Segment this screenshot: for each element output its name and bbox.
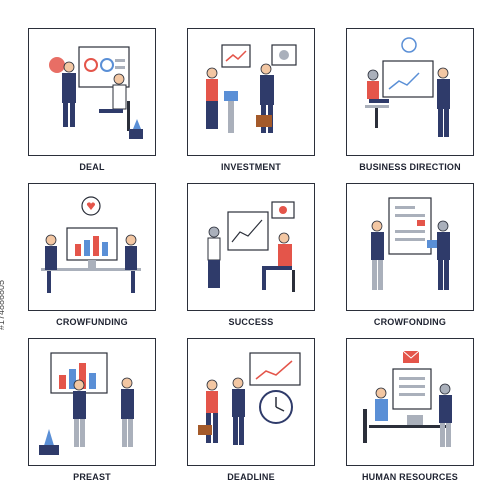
card-success bbox=[187, 183, 315, 311]
business-direction-illustration bbox=[365, 37, 450, 137]
card-business-direction bbox=[346, 28, 474, 156]
caption-deadline: DEADLINE bbox=[227, 472, 275, 482]
card-deadline bbox=[187, 338, 315, 466]
caption-crowfunding: CROWFUNDING bbox=[56, 317, 128, 327]
card-human-resources bbox=[346, 338, 474, 466]
deal-illustration bbox=[49, 46, 143, 139]
human-resources-illustration bbox=[363, 350, 452, 447]
caption-investment: INVESTMENT bbox=[220, 162, 281, 172]
card-crowfunding bbox=[28, 183, 156, 311]
success-illustration bbox=[207, 201, 295, 292]
preast-illustration bbox=[39, 352, 134, 455]
caption-success: SUCCESS bbox=[228, 317, 274, 327]
caption-crowfonding: CROWFONDING bbox=[373, 317, 447, 327]
caption-preast: PREAST bbox=[73, 472, 111, 482]
card-crowfonding bbox=[346, 183, 474, 311]
card-preast bbox=[28, 338, 156, 466]
crowfunding-illustration bbox=[41, 196, 141, 293]
deadline-illustration bbox=[198, 352, 301, 445]
investment-illustration bbox=[206, 44, 297, 133]
card-investment bbox=[187, 28, 315, 156]
card-deal bbox=[28, 28, 156, 156]
crowfonding-illustration bbox=[371, 197, 450, 290]
caption-deal: DEAL bbox=[79, 162, 105, 172]
stock-id-label: #174886805 bbox=[0, 279, 6, 330]
caption-human-resources: HUMAN RESOURCES bbox=[361, 472, 458, 482]
caption-business-direction: BUSINESS DIRECTION bbox=[359, 162, 461, 172]
